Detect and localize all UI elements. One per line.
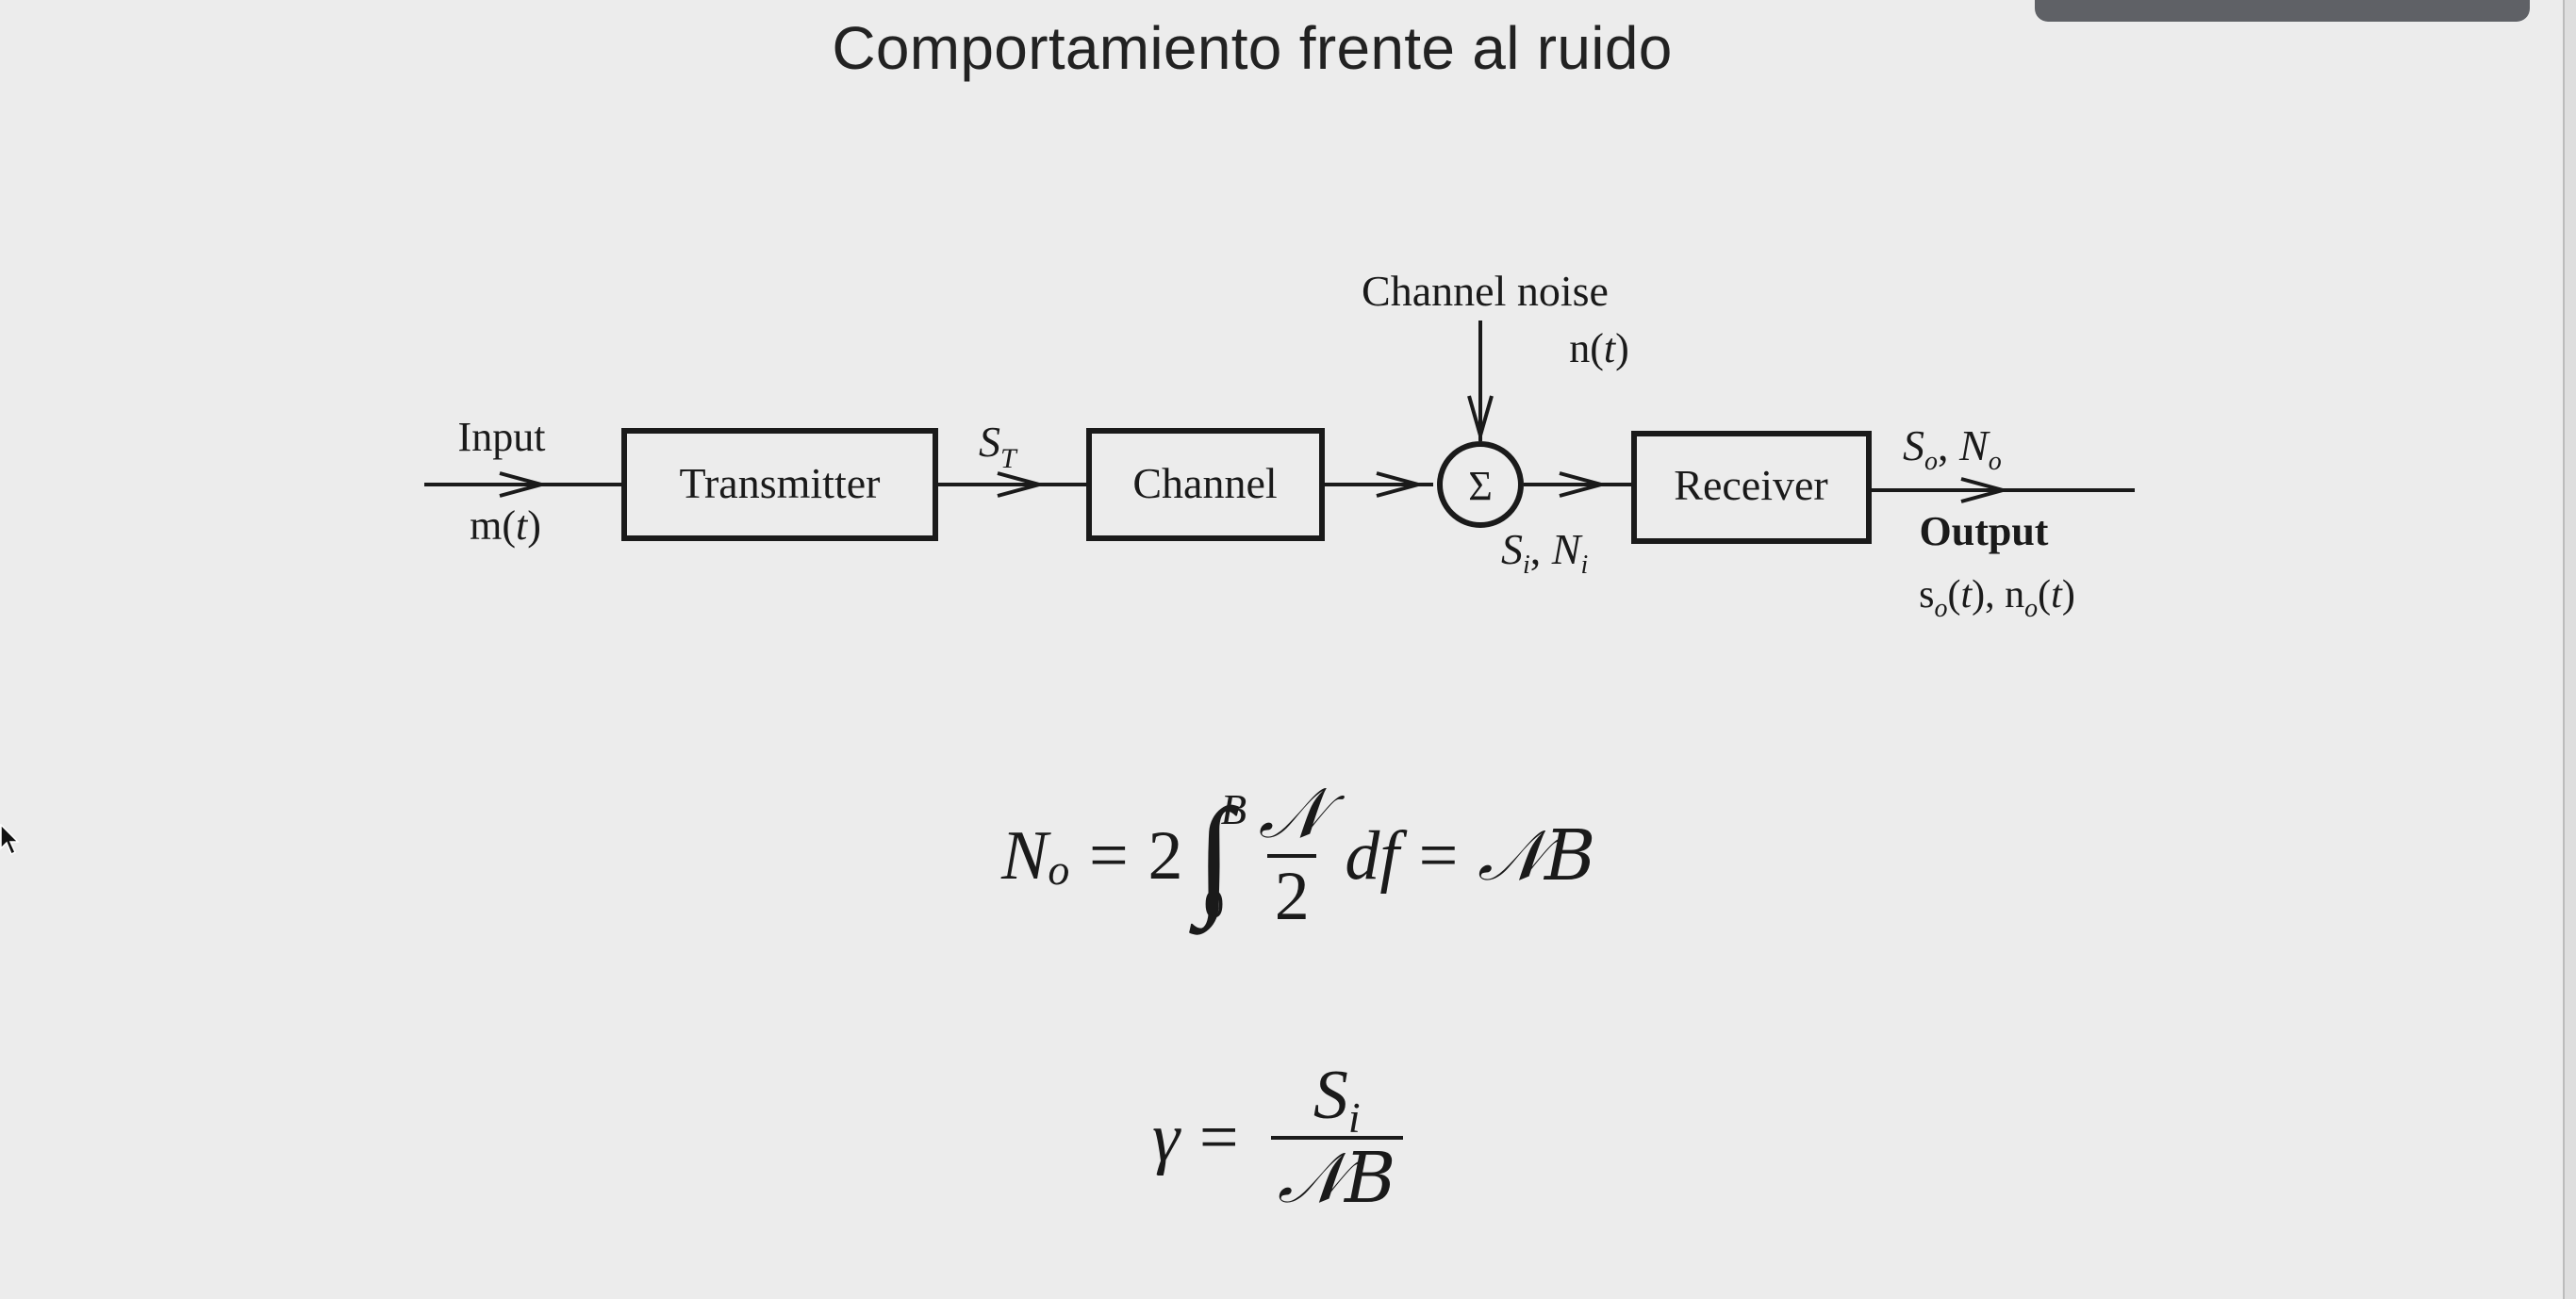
receiver-block xyxy=(1631,431,1872,544)
eq1-lhs: N xyxy=(1001,816,1049,895)
integral-sign: ∫ xyxy=(1196,781,1233,929)
transmitter-label: Transmitter xyxy=(680,459,881,507)
eq1-differential: df xyxy=(1345,816,1399,895)
right-scroll-edge[interactable] xyxy=(2563,0,2576,1299)
integral-upper-limit: B xyxy=(1220,785,1247,833)
summer-symbol: Σ xyxy=(1468,463,1493,509)
input-signal-label: m(t) xyxy=(470,502,541,549)
eq2-equals: = xyxy=(1198,1098,1239,1176)
noise-arrow xyxy=(1467,395,1494,443)
receiver-label: Receiver xyxy=(1674,461,1827,509)
block-diagram: Input m(t) Transmitter ST Channel Channe… xyxy=(424,267,2135,623)
transmit-power-label: ST xyxy=(979,418,1018,474)
snr-equation: γ = Si 𝒩B xyxy=(1152,1048,1415,1227)
eq1-lhs-sub: o xyxy=(1048,846,1070,895)
input-label: Input xyxy=(458,414,546,460)
transmitter-block xyxy=(621,428,938,541)
integral-lower-limit: 0 xyxy=(1203,882,1225,928)
receiver-input-label: Si, Ni xyxy=(1501,525,1588,580)
eq1-fraction: 𝒩 2 xyxy=(1251,778,1332,933)
eq1-integral: ∫ B 0 xyxy=(1197,788,1247,928)
channel-block xyxy=(1086,428,1325,541)
sum-arrow xyxy=(1559,471,1609,498)
eq1-equals-2: = xyxy=(1418,816,1459,895)
slide-title: Comportamiento frente al ruido xyxy=(832,14,1673,82)
summing-junction xyxy=(1437,441,1524,528)
output-arrow xyxy=(1960,477,2010,503)
eq1-frac-num: 𝒩 xyxy=(1258,773,1326,855)
channel-label: Channel xyxy=(1132,459,1277,507)
eq1-frac-den: 2 xyxy=(1267,854,1317,934)
arrow-pointer-icon xyxy=(0,824,20,856)
eq2-fraction: Si 𝒩B xyxy=(1270,1057,1403,1216)
channel-arrow xyxy=(1376,471,1426,498)
noise-label: Channel noise xyxy=(1362,267,1609,315)
eq1-coef: 2 xyxy=(1148,816,1183,895)
eq2-frac-num: Si xyxy=(1313,1057,1361,1143)
top-panel xyxy=(2035,0,2530,22)
eq1-rhs: 𝒩B xyxy=(1478,814,1596,896)
input-arrow xyxy=(499,471,549,498)
tx-arrow xyxy=(997,471,1047,498)
output-signals-label: so(t), no(t) xyxy=(1919,573,2075,623)
eq2-lhs: γ xyxy=(1152,1098,1181,1176)
output-power-label: So, No xyxy=(1903,421,2002,476)
eq1-equals: = xyxy=(1089,816,1129,895)
noise-signal-label: n(t) xyxy=(1569,325,1629,371)
output-label: Output xyxy=(1920,508,2049,554)
eq2-frac-den: 𝒩B xyxy=(1270,1136,1403,1216)
